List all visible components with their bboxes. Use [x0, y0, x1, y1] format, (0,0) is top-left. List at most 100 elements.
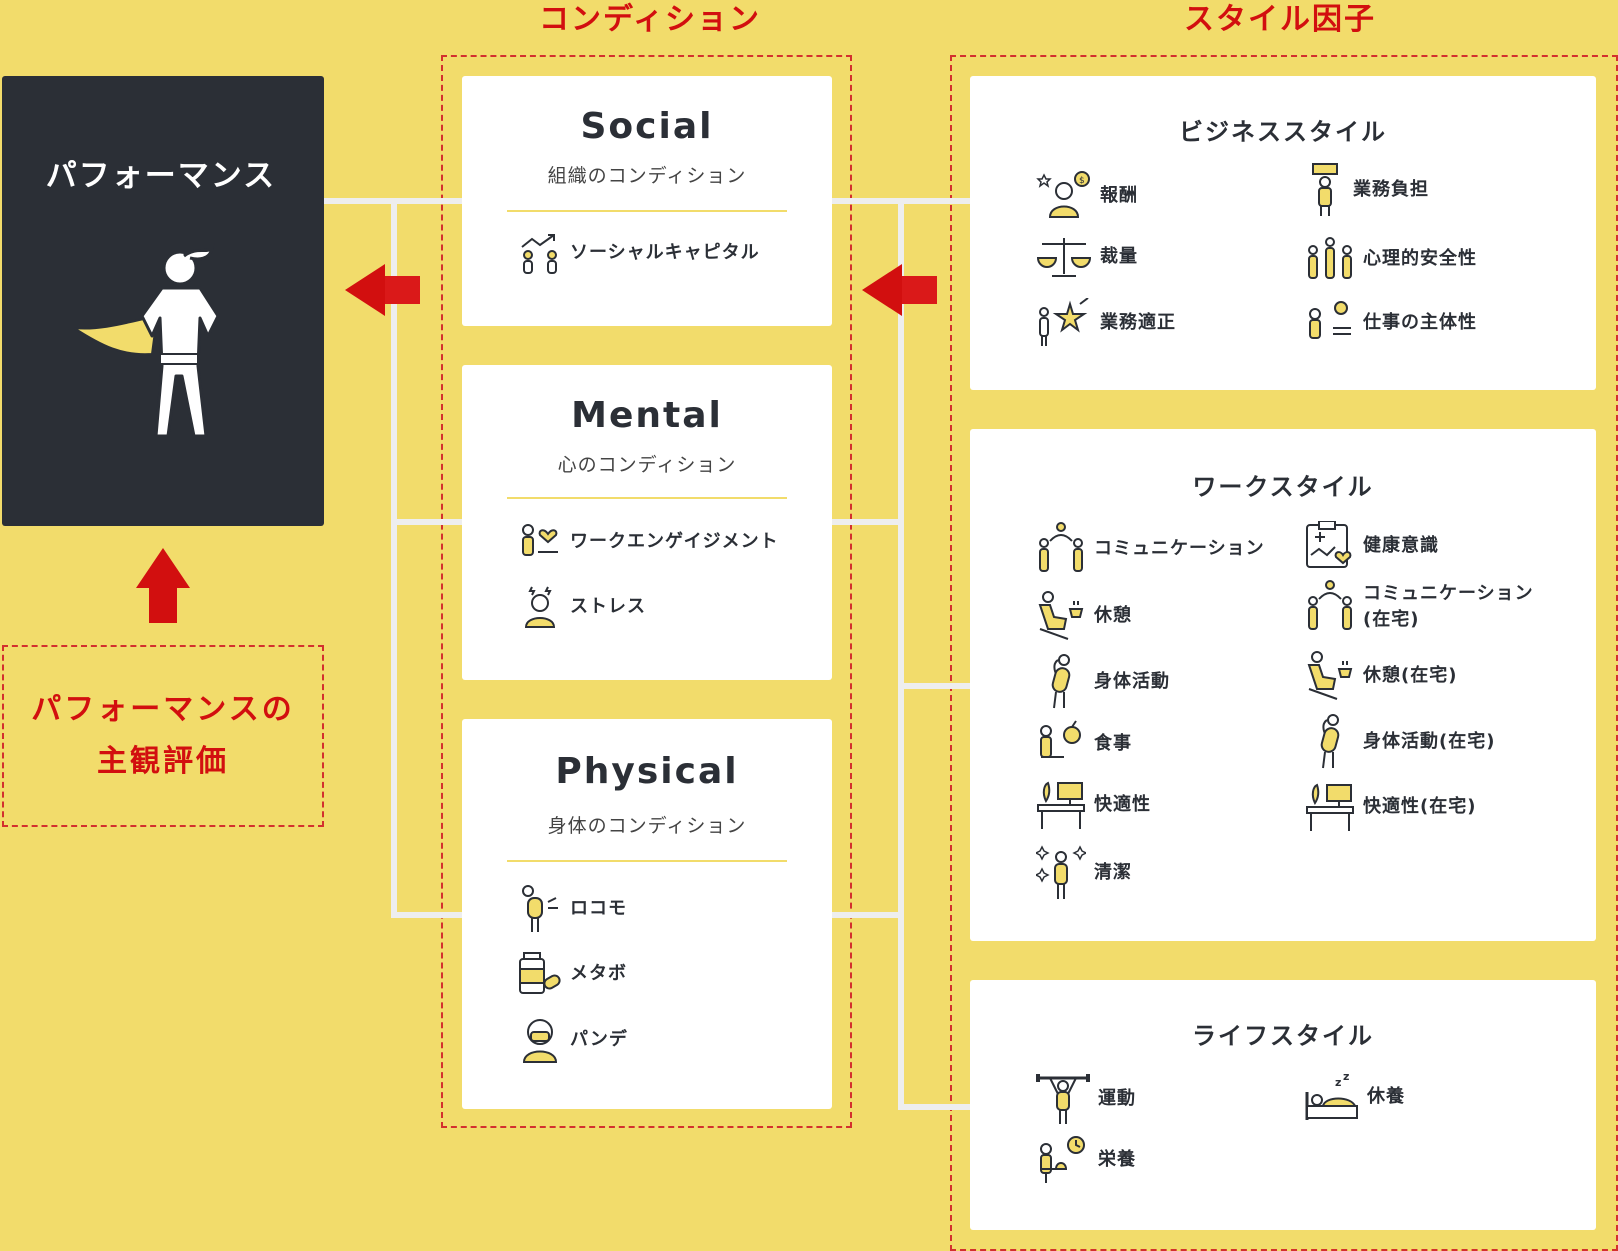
item-label: 清潔	[1094, 862, 1132, 883]
physical-subtitle: 身体のコンディション	[547, 815, 747, 837]
job-fit-icon	[1039, 298, 1089, 346]
style-factors-heading: スタイル因子	[1184, 2, 1376, 37]
item-label: ストレス	[570, 596, 646, 617]
list-item: コミュニケーション (在宅)	[1305, 579, 1534, 635]
list-item: 身体活動	[1036, 654, 1170, 710]
physical-activity-icon	[1051, 654, 1071, 709]
item-label: ソーシャルキャピタル	[570, 242, 760, 263]
list-item: 業務負担	[1305, 162, 1429, 218]
connector	[898, 683, 971, 689]
comfort-icon	[1037, 781, 1085, 829]
ownership-icon	[1309, 301, 1351, 339]
list-item: 快適性(在宅)	[1305, 781, 1476, 833]
condition-group	[441, 55, 852, 1128]
list-item: ロコモ	[518, 884, 627, 934]
item-label: 業務負担	[1353, 179, 1429, 200]
work-style-title: ワークスタイル	[1192, 473, 1374, 501]
physical-title: Physical	[555, 751, 739, 792]
list-item: ワークエンゲイジメント	[518, 520, 779, 564]
svg-text:z: z	[1343, 1072, 1349, 1083]
nutrition-icon	[1040, 1136, 1085, 1183]
style-factors-group	[950, 55, 1618, 1251]
item-label: 休養	[1367, 1086, 1405, 1107]
list-item: 健康意識	[1305, 521, 1439, 571]
communication-icon	[1039, 522, 1083, 572]
item-label: 休憩	[1094, 605, 1132, 626]
connector	[391, 198, 397, 918]
list-item: 清潔	[1036, 845, 1132, 901]
list-item: $ 報酬	[1036, 171, 1138, 221]
item-label: (在宅)	[1363, 609, 1420, 630]
rest-icon	[1038, 591, 1084, 640]
evaluation-line-2: 主観評価	[97, 744, 229, 779]
mental-title: Mental	[571, 395, 723, 436]
item-label: 業務適正	[1100, 312, 1176, 333]
business-style-card: ビジネススタイル $ 報酬 業務負担 裁量	[970, 76, 1596, 390]
arrow-left-icon	[862, 264, 937, 316]
list-item: 休憩(在宅)	[1305, 649, 1457, 703]
list-item: パンデ	[518, 1016, 628, 1064]
performance-card	[2, 76, 324, 526]
metabolic-icon	[519, 952, 561, 994]
item-label: 運動	[1098, 1088, 1136, 1109]
meal-icon	[1040, 720, 1081, 758]
item-label: 食事	[1094, 733, 1132, 754]
list-item: 食事	[1036, 719, 1132, 769]
psychological-safety-icon	[1308, 237, 1352, 279]
list-item: ストレス	[518, 585, 646, 629]
item-label: 心理的安全性	[1363, 248, 1477, 269]
list-item: 運動	[1036, 1072, 1136, 1126]
comfort-remote-icon	[1306, 783, 1354, 831]
item-label: 身体活動(在宅)	[1363, 731, 1496, 752]
list-item: 身体活動(在宅)	[1305, 714, 1495, 770]
list-item: 休憩	[1036, 589, 1132, 643]
divider	[507, 210, 787, 212]
item-label: ワークエンゲイジメント	[570, 531, 779, 552]
list-item: 仕事の主体性	[1305, 298, 1477, 348]
list-item: メタボ	[518, 951, 627, 997]
scale-icon	[1036, 238, 1092, 277]
list-item: 業務適正	[1036, 298, 1176, 348]
item-label: 休憩(在宅)	[1363, 665, 1458, 686]
rest-remote-icon	[1307, 651, 1353, 700]
list-item: 裁量	[1036, 234, 1138, 280]
item-label: ロコモ	[570, 898, 627, 919]
list-item: z z 休養	[1305, 1072, 1405, 1122]
masked-person-icon	[522, 1019, 558, 1063]
connector	[898, 1104, 971, 1110]
social-title: Social	[580, 106, 714, 147]
arrow-up-icon	[136, 548, 190, 623]
item-label: コミュニケーション	[1363, 583, 1534, 604]
work-engagement-icon	[522, 524, 558, 556]
physical-activity-remote-icon	[1320, 714, 1340, 769]
mental-subtitle: 心のコンディション	[557, 454, 737, 476]
evaluation-line-1: パフォーマンスの	[31, 692, 295, 727]
connector	[831, 912, 901, 918]
condition-heading: コンディション	[539, 2, 761, 37]
social-capital-icon	[521, 234, 557, 274]
life-style-card: ライフスタイル 運動 z z 休養	[970, 980, 1596, 1230]
item-label: 身体活動	[1094, 671, 1170, 692]
cleanliness-icon	[1036, 845, 1086, 899]
communication-remote-icon	[1308, 580, 1352, 630]
item-label: 快適性(在宅)	[1363, 796, 1477, 817]
divider	[507, 497, 787, 499]
work-style-card: ワークスタイル コミュニケーション 健康意識	[970, 429, 1596, 941]
list-item: ソーシャルキャピタル	[518, 231, 760, 275]
superhero-icon	[73, 242, 220, 436]
list-item: コミュニケーション	[1036, 521, 1265, 577]
item-label: メタボ	[570, 963, 627, 984]
item-label: 報酬	[1100, 185, 1138, 206]
list-item: 栄養	[1036, 1135, 1136, 1185]
exercise-icon	[1036, 1074, 1090, 1124]
mental-card: Mental 心のコンディション ワークエンゲイジメント ストレス	[462, 365, 832, 680]
business-style-title: ビジネススタイル	[1179, 118, 1387, 146]
item-label: 仕事の主体性	[1363, 312, 1477, 333]
connector	[391, 519, 464, 525]
connector	[898, 198, 904, 1110]
divider	[507, 860, 787, 862]
list-item: 心理的安全性	[1305, 234, 1477, 284]
performance-title: パフォーマンス	[45, 158, 277, 194]
health-awareness-icon	[1306, 521, 1352, 568]
physical-card: Physical 身体のコンディション ロコモ メタボ パンデ	[462, 719, 832, 1109]
